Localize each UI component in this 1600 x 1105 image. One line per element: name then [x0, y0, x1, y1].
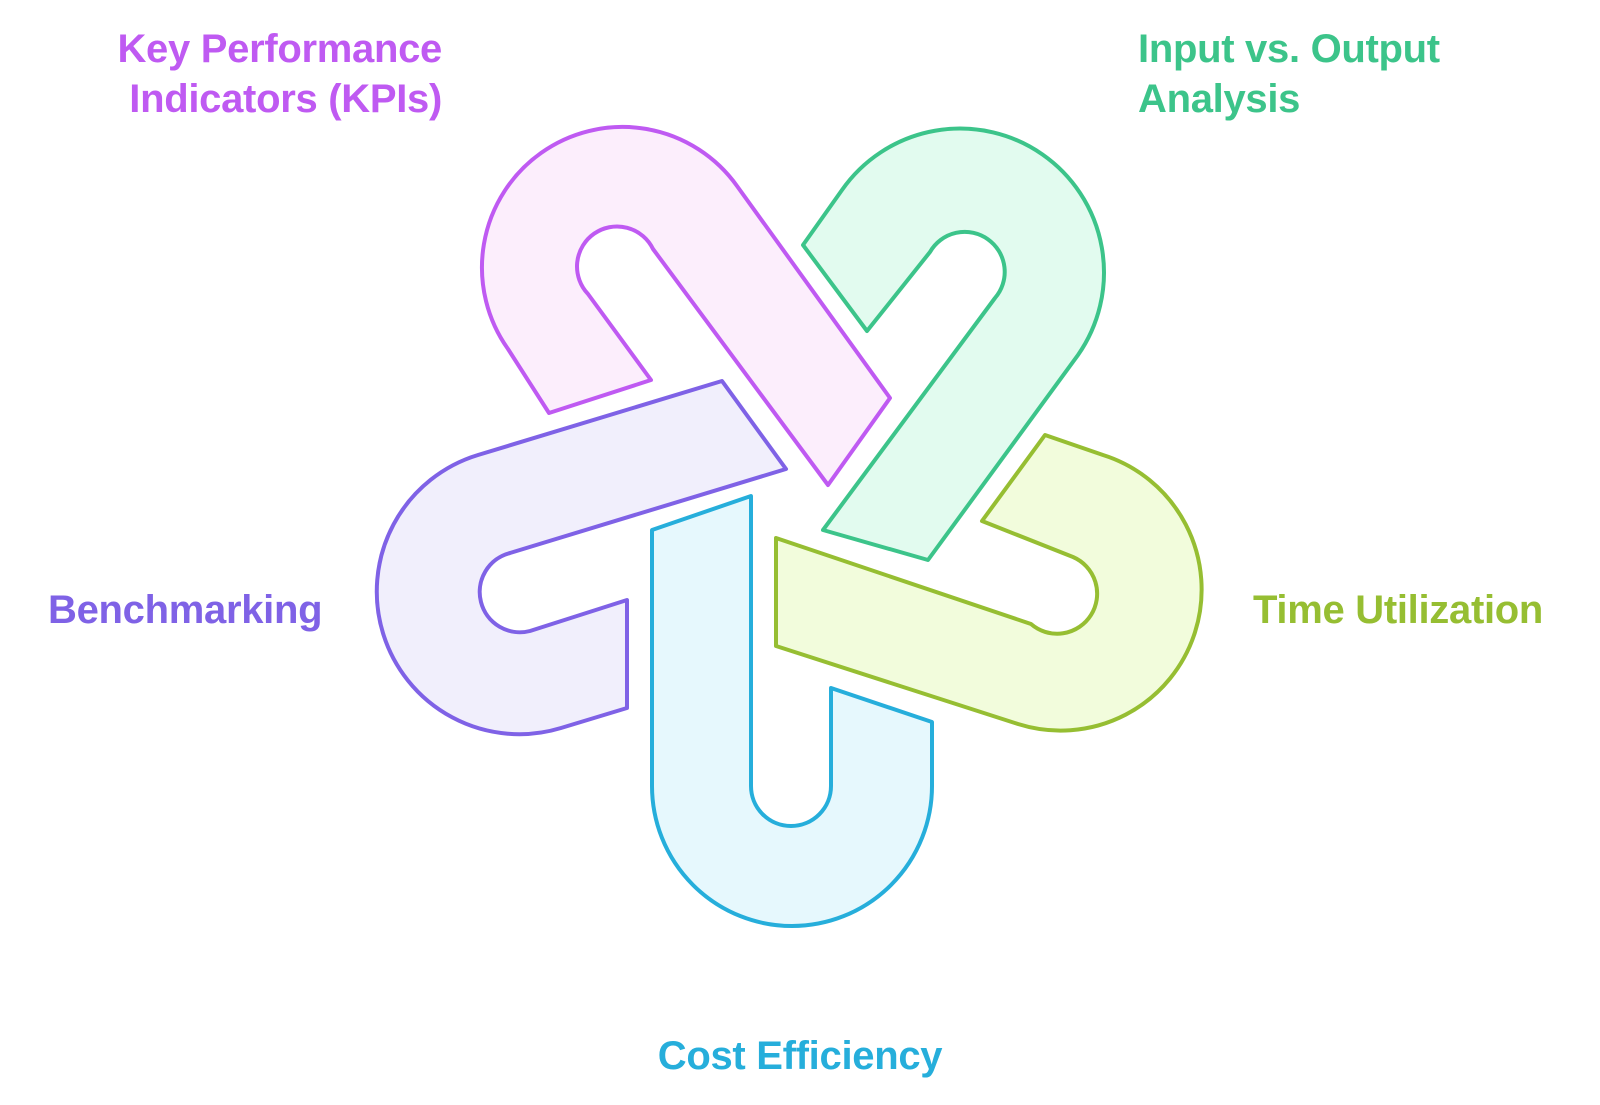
input-output-label-line-2: Analysis [1138, 77, 1301, 121]
benchmarking-label-text: Benchmarking [48, 588, 323, 632]
kpi-label-line-1: Key Performance [117, 27, 442, 71]
benchmarking-link [374, 379, 788, 737]
input-output-label-line-1: Input vs. Output [1138, 27, 1440, 71]
time-utilization-link [774, 433, 1204, 733]
kpi-label: Key Performance Indicators (KPIs) [70, 24, 442, 124]
input-output-link [801, 126, 1106, 562]
cost-efficiency-label: Cost Efficiency [0, 1031, 1600, 1081]
kpi-label-line-2: Indicators (KPIs) [129, 77, 442, 121]
benchmarking-label: Benchmarking [48, 585, 323, 635]
cost-efficiency-label-text: Cost Efficiency [657, 1034, 943, 1078]
cost-efficiency-link [650, 494, 934, 928]
time-utilization-label: Time Utilization [1253, 585, 1543, 635]
input-output-label: Input vs. Output Analysis [1138, 24, 1440, 124]
kpi-link [479, 125, 892, 487]
time-utilization-label-text: Time Utilization [1253, 588, 1544, 632]
